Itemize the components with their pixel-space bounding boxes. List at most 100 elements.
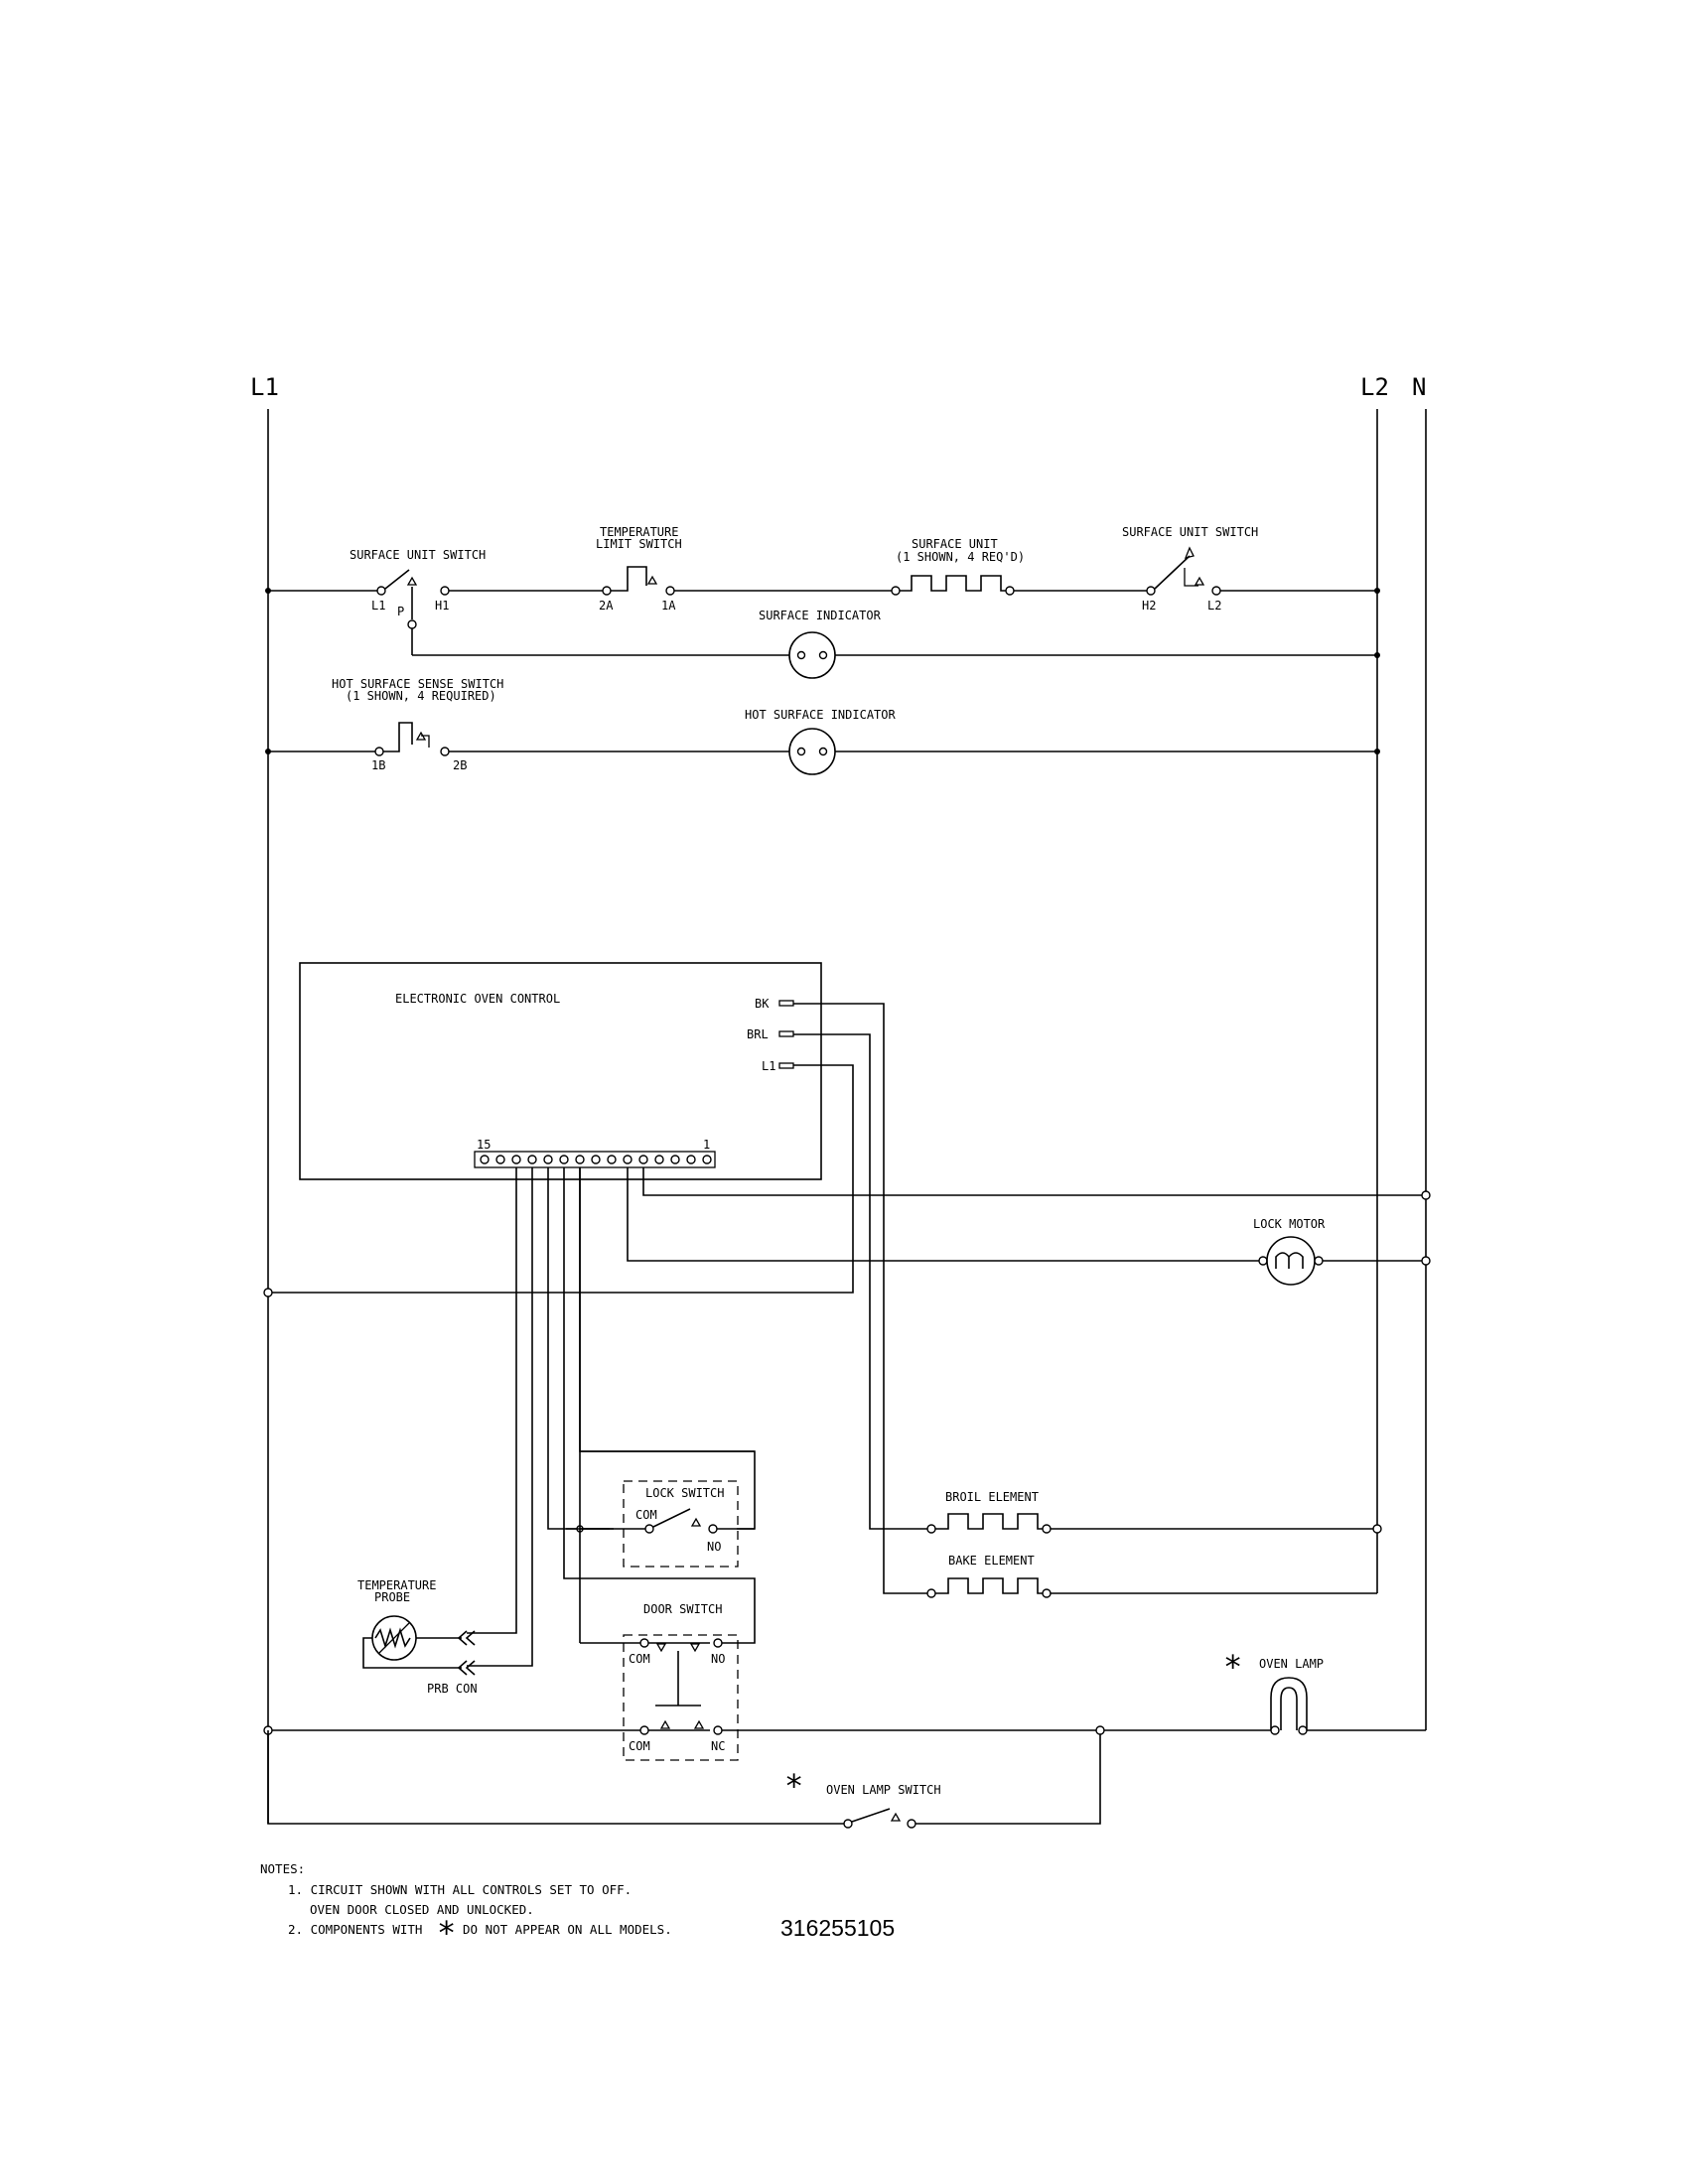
output-l1-tab bbox=[778, 1062, 794, 1069]
lock-switch-box bbox=[623, 1480, 739, 1568]
contact-triangle bbox=[690, 1517, 702, 1527]
note-2-suffix: DO NOT APPEAR ON ALL MODELS. bbox=[463, 1922, 672, 1937]
rail-l2-label: L2 bbox=[1360, 373, 1389, 401]
connector-pin bbox=[670, 1155, 680, 1164]
surface-unit-switch-left-label: SURFACE UNIT SWITCH bbox=[350, 548, 486, 562]
connector-pin bbox=[527, 1155, 537, 1164]
output-brl-label: BRL bbox=[747, 1027, 769, 1041]
terminal-h1-label: H1 bbox=[435, 599, 449, 613]
door-switch: DOOR SWITCH COM NO COM NC bbox=[623, 1602, 739, 1761]
electronic-oven-control: ELECTRONIC OVEN CONTROL BK BRL L1 15 1 bbox=[299, 962, 822, 1180]
connector-strip bbox=[474, 1151, 716, 1168]
document-number: 316255105 bbox=[780, 1915, 895, 1941]
wire-brl-broil bbox=[793, 1033, 927, 1530]
output-brl-tab bbox=[778, 1030, 794, 1037]
hot-surface-sense-switch bbox=[383, 722, 413, 752]
terminal bbox=[1005, 586, 1015, 596]
contact-triangle bbox=[1194, 576, 1205, 586]
connector-pin bbox=[607, 1155, 617, 1164]
terminal-p-label: P bbox=[397, 605, 404, 618]
connector-pin bbox=[511, 1155, 521, 1164]
control-output-wires bbox=[263, 1003, 927, 1594]
junction bbox=[263, 1288, 273, 1297]
oven-lamp-circuit: * OVEN LAMP * OVEN LAMP SWITCH bbox=[263, 1648, 1426, 1829]
terminal-com-label: COM bbox=[635, 1508, 657, 1522]
wire-pin-lock-switch bbox=[579, 1167, 756, 1530]
wire-bk-bake bbox=[793, 1003, 927, 1594]
surface-indicator-lamp bbox=[788, 631, 836, 679]
notes: NOTES: 1. CIRCUIT SHOWN WITH ALL CONTROL… bbox=[260, 1861, 672, 1952]
connector-pin bbox=[495, 1155, 505, 1164]
terminal-no-label: NO bbox=[711, 1652, 725, 1666]
oven-control-label: ELECTRONIC OVEN CONTROL bbox=[395, 992, 560, 1006]
terminal-h2 bbox=[1146, 586, 1156, 596]
door-switch-label: DOOR SWITCH bbox=[643, 1602, 722, 1616]
terminal-l2-label: L2 bbox=[1207, 599, 1221, 613]
wire-probe-a bbox=[467, 1167, 517, 1634]
terminal-1b-label: 1B bbox=[371, 758, 385, 772]
contact-triangle bbox=[689, 1643, 701, 1653]
motor-winding bbox=[1275, 1252, 1304, 1269]
temp-probe-label-2: PROBE bbox=[374, 1590, 410, 1604]
connector-pin bbox=[638, 1155, 648, 1164]
terminal-h1 bbox=[440, 586, 450, 596]
terminal-com-upper-label: COM bbox=[629, 1652, 650, 1666]
surface-unit-label-2: (1 SHOWN, 4 REQ'D) bbox=[896, 550, 1025, 564]
oven-control-box bbox=[299, 962, 822, 1180]
terminal-l1-label: L1 bbox=[371, 599, 385, 613]
lamp-switch-terminal bbox=[843, 1819, 853, 1829]
contact-triangle bbox=[406, 576, 418, 586]
probe-resistor bbox=[374, 1627, 411, 1649]
terminal-h2-label: H2 bbox=[1142, 599, 1156, 613]
rail-l1-label: L1 bbox=[250, 373, 279, 401]
temperature-probe: TEMPERATURE PROBE PRB CON bbox=[357, 1578, 478, 1696]
lock-switch-label: LOCK SWITCH bbox=[645, 1486, 724, 1500]
note-2-asterisk: * bbox=[437, 1914, 456, 1952]
lamp-switch-terminal bbox=[907, 1819, 916, 1829]
oven-lamp-filament bbox=[1280, 1687, 1298, 1730]
surface-unit-label-1: SURFACE UNIT bbox=[912, 537, 998, 551]
surface-indicator-label: SURFACE INDICATOR bbox=[759, 609, 882, 622]
connector-pin bbox=[654, 1155, 664, 1164]
connector-pin bbox=[575, 1155, 585, 1164]
oven-lamp-bulb bbox=[1270, 1677, 1308, 1730]
terminal-com bbox=[644, 1524, 654, 1534]
connector-pin bbox=[559, 1155, 569, 1164]
contact-triangle bbox=[1184, 546, 1195, 559]
pin-1-label: 1 bbox=[703, 1138, 710, 1152]
wire-pin-lock-motor bbox=[627, 1167, 1259, 1262]
connector-pins bbox=[480, 1155, 712, 1164]
terminal-2a-label: 2A bbox=[599, 599, 614, 613]
hot-surface-sense-label-2: (1 SHOWN, 4 REQUIRED) bbox=[346, 689, 496, 703]
terminal-2a bbox=[602, 586, 612, 596]
terminal-l1 bbox=[376, 586, 386, 596]
hot-surface-circuit: HOT SURFACE SENSE SWITCH (1 SHOWN, 4 REQ… bbox=[268, 677, 1377, 775]
terminal-com-lower-label: COM bbox=[629, 1739, 650, 1753]
switch-cam bbox=[1184, 568, 1198, 587]
prb-con-label: PRB CON bbox=[427, 1682, 478, 1696]
broil-element bbox=[935, 1513, 1043, 1530]
connector-pin bbox=[480, 1155, 490, 1164]
lock-switch: LOCK SWITCH COM NO bbox=[566, 1450, 755, 1568]
oven-lamp-asterisk: * bbox=[1223, 1648, 1242, 1686]
connector-pin bbox=[686, 1155, 696, 1164]
terminal bbox=[891, 586, 901, 596]
connector-pin bbox=[702, 1155, 712, 1164]
temp-limit-switch-label-1: TEMPERATURE bbox=[600, 525, 678, 539]
terminal-1a-label: 1A bbox=[661, 599, 676, 613]
terminal-2b-label: 2B bbox=[453, 758, 467, 772]
notes-heading: NOTES: bbox=[260, 1861, 305, 1876]
output-l1-label: L1 bbox=[762, 1059, 775, 1073]
wire-probe-b bbox=[467, 1167, 533, 1667]
probe-connector-a bbox=[457, 1630, 476, 1646]
terminal-2b bbox=[440, 747, 450, 756]
contact-triangle bbox=[646, 575, 658, 585]
terminal-no-label: NO bbox=[707, 1540, 721, 1554]
terminal-l2 bbox=[1211, 586, 1221, 596]
output-bk-tab bbox=[778, 1000, 794, 1007]
terminal-no bbox=[708, 1524, 718, 1534]
lock-motor-symbol bbox=[1266, 1236, 1316, 1286]
contact-triangle bbox=[659, 1719, 671, 1729]
note-1-line-1: 1. CIRCUIT SHOWN WITH ALL CONTROLS SET T… bbox=[288, 1882, 632, 1897]
terminal-no bbox=[713, 1638, 723, 1648]
